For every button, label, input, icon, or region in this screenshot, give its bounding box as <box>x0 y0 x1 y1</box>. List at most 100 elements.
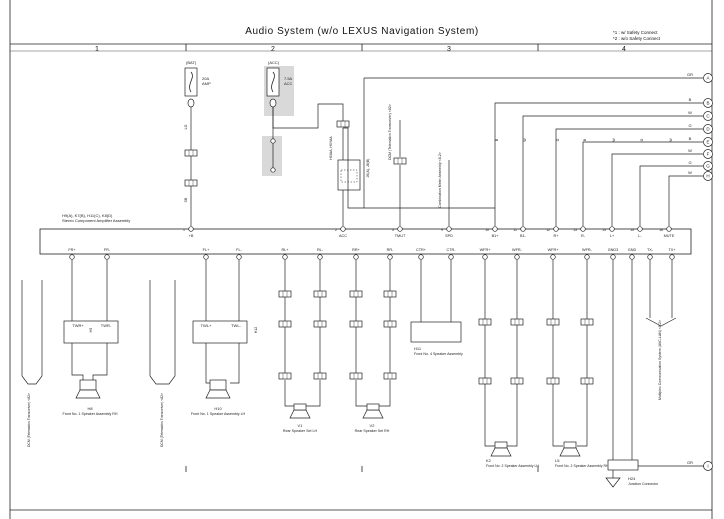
dcm-label: DCM (Telematics Transceiver) <82> <box>388 104 392 160</box>
speaker-name: Front No. 2 Speaker Assembly RH <box>555 464 609 468</box>
top-pin-number: 14 <box>602 228 606 232</box>
amplifier-box <box>39 228 692 255</box>
speaker-rh-box <box>79 379 97 391</box>
connector-box <box>393 157 407 165</box>
wire-to-ref <box>668 175 703 226</box>
bottom-pin-9 <box>418 254 424 260</box>
connector-box <box>580 377 594 385</box>
bottom-pin-6 <box>317 254 323 260</box>
note-2: *2 : w/o Safety Connect <box>613 35 661 41</box>
speaker-ref: V1 <box>298 423 304 428</box>
column-header-2: 2 <box>271 46 275 53</box>
speaker-lh-box <box>209 379 227 391</box>
woofer-rh-cone <box>559 447 581 457</box>
fuse-name: ACC <box>284 81 293 86</box>
connector-box <box>349 372 363 380</box>
top-pin-10 <box>492 226 498 232</box>
wire <box>71 366 84 380</box>
bottom-pin-name: FL+ <box>203 248 210 252</box>
column-header-1: 1 <box>95 46 99 53</box>
wire <box>484 440 495 447</box>
top-pin-12 <box>553 226 559 232</box>
tweeter-pin: TWR- <box>101 323 112 328</box>
connector-box <box>546 318 560 326</box>
wire-color-label: G <box>688 123 691 128</box>
ref-circle-letter: A <box>706 76 709 81</box>
bottom-pin-14 <box>584 254 590 260</box>
speaker-name: Front No. 1 Speaker Assembly RH <box>63 412 118 416</box>
top-pin-1 <box>188 226 194 232</box>
connector-box <box>278 320 292 328</box>
wire-color-label: W <box>612 138 616 142</box>
bottom-pin-name: WFR+ <box>548 248 560 252</box>
speaker-name: Front No. 2 Speaker Assembly LH <box>486 464 539 468</box>
bottom-pin-name: FR- <box>104 248 111 252</box>
ref-circle-letter: I <box>707 464 708 469</box>
wire-color-label: W <box>523 138 527 142</box>
top-pin-number: 5 <box>392 228 394 232</box>
wire-color-label: B <box>495 138 499 141</box>
wire <box>205 343 213 384</box>
top-pin-15 <box>637 226 643 232</box>
top-pin-name: B1+ <box>492 234 500 238</box>
wire <box>645 317 677 327</box>
bottom-pin-7 <box>353 254 359 260</box>
top-pin-number: 16 <box>659 228 663 232</box>
multiplex-label: Multiplex Communication System (AVC-LAN)… <box>658 320 662 400</box>
ref-circle-letter: H <box>706 174 709 179</box>
connector-box <box>383 372 397 380</box>
wire <box>577 440 588 447</box>
rear-speaker-lh <box>289 409 311 419</box>
bottom-pin-13 <box>550 254 556 260</box>
connector-box <box>580 318 594 326</box>
bottom-pin-16 <box>629 254 635 260</box>
top-pin-13 <box>580 226 586 232</box>
connector-box <box>184 179 198 187</box>
bottom-pin-name: WFR- <box>582 248 593 252</box>
woofer-lh-box <box>494 441 508 449</box>
connector-box <box>336 120 350 128</box>
terminal-ellipse <box>187 98 195 108</box>
junction-name: Junction Connector <box>628 482 659 486</box>
bottom-pin-name: TX+ <box>668 248 676 252</box>
bottom-pin-name: RL+ <box>281 248 289 252</box>
bottom-pin-12 <box>514 254 520 260</box>
wire-color-label: SB <box>184 197 188 202</box>
ref-circle-C <box>703 111 713 121</box>
top-pin-name: L+ <box>610 234 615 238</box>
bottom-pin-10 <box>448 254 454 260</box>
acc-wire <box>272 103 344 129</box>
wire-color-label: W <box>688 148 692 153</box>
top-pin-number: 2 <box>335 228 337 232</box>
bottom-pin-4 <box>236 254 242 260</box>
column-header-3: 3 <box>447 46 451 53</box>
junction-ref: H24 <box>628 476 636 481</box>
wire-to-ref <box>555 128 703 226</box>
connector-box <box>349 320 363 328</box>
ref-circle-letter: G <box>706 164 710 169</box>
top-pin-name: L- <box>638 234 642 238</box>
tweeter-pin: TWL- <box>231 323 241 328</box>
speaker-rh-cone <box>75 389 101 399</box>
fuse-symbol <box>271 71 275 93</box>
bottom-pin-name: RL- <box>317 248 324 252</box>
connector-box <box>278 372 292 380</box>
bottom-pin-name: WFR- <box>512 248 523 252</box>
woofer-rh-box <box>563 441 577 449</box>
terminal-circle <box>270 138 276 144</box>
top-pin-number: 10 <box>485 228 489 232</box>
woofer-lh-cone <box>490 447 512 457</box>
wire <box>306 400 321 407</box>
fuse-name: AMP <box>202 81 211 86</box>
ref-circle-B <box>703 98 713 108</box>
page-title: Audio System (w/o LEXUS Navigation Syste… <box>245 26 479 37</box>
wire-color-label: B <box>689 97 692 102</box>
connector-box <box>313 290 327 298</box>
bottom-pin-18 <box>669 254 675 260</box>
top-pin-number: 1 <box>183 228 185 232</box>
wire <box>284 400 294 407</box>
connector-box <box>383 290 397 298</box>
wire-to-ref <box>494 102 703 226</box>
